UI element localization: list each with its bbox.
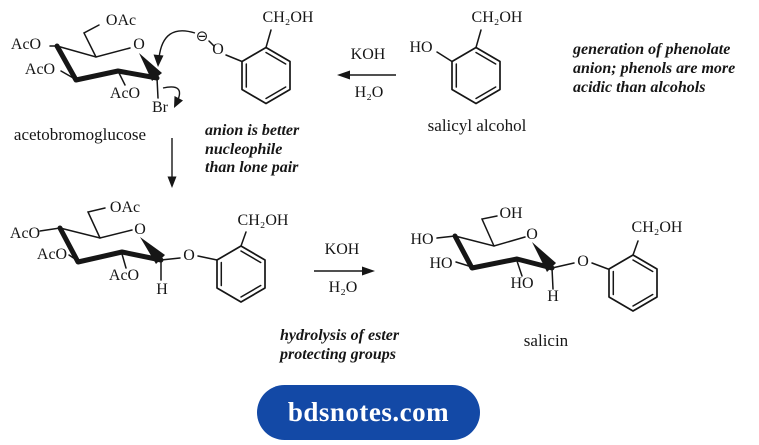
int-aco3-label: AcO (108, 267, 140, 284)
phenolate-note-line1: generation of phenolate (573, 41, 731, 58)
step1-arrow (337, 70, 396, 80)
acetobromoglucose-structure (49, 24, 162, 99)
slc-glycosidic-oxygen-label: O (577, 253, 589, 270)
salicyl-ho-label: HO (409, 39, 433, 56)
int-aco2-label: AcO (36, 246, 68, 263)
abg-ring-oxygen-label: O (133, 36, 145, 53)
salicyl-ch2oh-label: CH₂OH (471, 9, 523, 26)
down-arrow (167, 138, 177, 188)
slc-ho3-label: HO (510, 275, 534, 292)
slc-ring-oxygen-label: O (526, 226, 538, 243)
abg-caption: acetobromoglucose (13, 125, 147, 144)
step2-solvent-label: H₂O (328, 279, 358, 296)
salicyl-caption: salicyl alcohol (427, 116, 527, 135)
salicin-structure (436, 215, 609, 290)
bromide-leaving-arrow (162, 86, 183, 108)
anion-note-line3: than lone pair (205, 159, 299, 176)
slc-ch2oh-label: CH₂OH (631, 219, 683, 236)
abg-aco1-label: AcO (10, 36, 42, 53)
int-ring-oxygen-label: O (134, 221, 146, 238)
anion-note-line2: nucleophile (205, 141, 283, 158)
int-glycosidic-oxygen-label: O (183, 247, 195, 264)
slc-ho1-label: HO (410, 231, 434, 248)
int-ch2oh-label: CH₂OH (237, 212, 289, 229)
intermediate-benzene-ring (216, 231, 266, 303)
phenolate-oxygen-label: O (212, 41, 224, 58)
hydrolysis-note-line1: hydrolysis of ester (280, 327, 400, 344)
int-aco1-label: AcO (9, 225, 41, 242)
attack-arrow (153, 30, 196, 67)
step1-solvent-label: H₂O (354, 84, 384, 101)
phenolate-benzene-ring (208, 29, 291, 105)
watermark-button[interactable]: bdsnotes.com (257, 385, 480, 440)
salicyl-benzene-ring (436, 29, 501, 105)
negative-charge-icon: ⊖ (195, 27, 209, 45)
step1-reagent-label: KOH (350, 46, 386, 63)
phenolate-ch2oh-label: CH₂OH (262, 9, 314, 26)
slc-ho2-label: HO (429, 255, 453, 272)
phenolate-note-line3: acidic than alcohols (573, 79, 706, 96)
abg-aco2-label: AcO (24, 61, 56, 78)
int-oac-label: OAc (109, 199, 141, 216)
abg-aco3-label: AcO (109, 85, 141, 102)
slc-oh-label: OH (499, 205, 523, 222)
int-anomeric-h-label: H (156, 281, 168, 298)
phenolate-note-line2: anion; phenols are more (573, 60, 736, 77)
step2-reagent-label: KOH (324, 241, 360, 258)
watermark-label: bdsnotes.com (287, 397, 450, 427)
intermediate-structure (39, 207, 218, 281)
abg-bromine-label: Br (152, 99, 168, 116)
hydrolysis-note-line2: protecting groups (280, 346, 397, 363)
abg-oac-label: OAc (105, 12, 137, 29)
slc-anomeric-h-label: H (547, 288, 559, 305)
anion-note-line1: anion is better (205, 122, 300, 139)
step2-arrow (314, 266, 375, 276)
salicin-benzene-ring (608, 240, 658, 312)
salicin-caption: salicin (523, 331, 569, 350)
